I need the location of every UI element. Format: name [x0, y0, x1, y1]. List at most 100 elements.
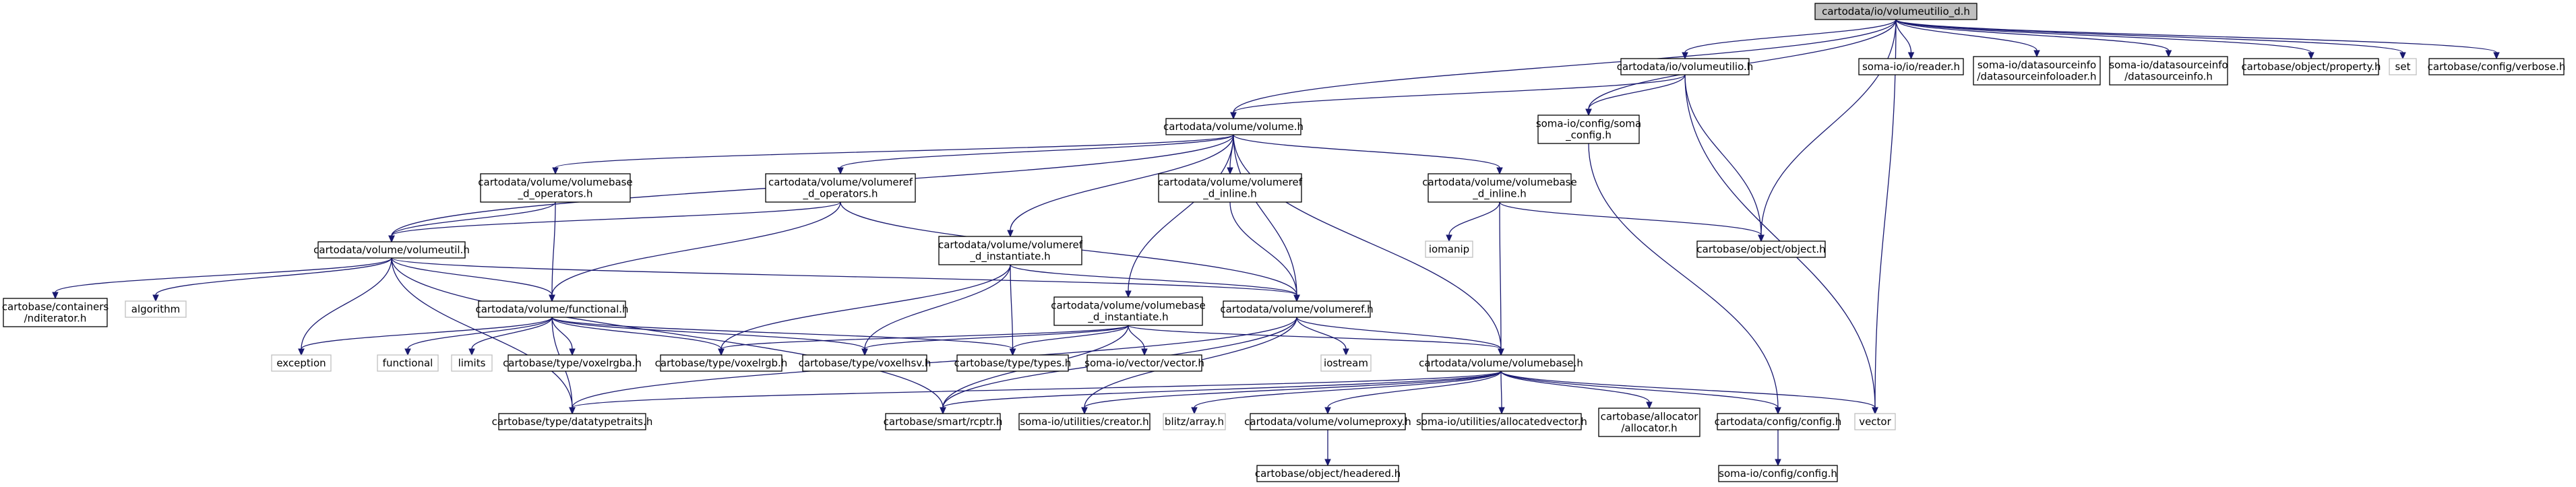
node-box: [2109, 56, 2228, 86]
edge-line: [1684, 74, 1762, 236]
edge-volumebase-to-vector: [1500, 370, 1878, 415]
node-box: [938, 236, 1082, 265]
node-dsloader[interactable]: soma-io/datasourceinfo/datasourceinfoloa…: [1973, 56, 2101, 86]
edge-volume-to-vrinst: [1007, 134, 1234, 238]
node-volumeref[interactable]: cartodata/volume/volumeref.h: [1220, 300, 1374, 318]
edge-arrowhead: [1343, 348, 1349, 356]
node-vbinst[interactable]: cartodata/volume/volumebase_d_instantiat…: [1051, 296, 1206, 326]
edge-line: [1233, 134, 1502, 350]
node-box: [508, 354, 637, 372]
node-vropd[interactable]: cartodata/volume/volumeref_d_operators.h: [765, 173, 916, 203]
edge-volume-to-vbopd: [552, 134, 1234, 175]
node-label: soma-io/io/reader.h: [1862, 61, 1960, 73]
node-functional_h[interactable]: cartodata/volume/functional.h: [475, 300, 629, 318]
node-vproxy[interactable]: cartodata/volume/volumeproxy.h: [1244, 413, 1411, 430]
node-dsinfo[interactable]: soma-io/datasourceinfo/datasourceinfo.h: [2109, 56, 2228, 86]
node-vbinl[interactable]: cartodata/volume/volumebase_d_inline.h: [1422, 173, 1577, 203]
node-limits[interactable]: limits: [451, 354, 493, 372]
node-headered[interactable]: cartobase/object/headered.h: [1255, 465, 1401, 482]
node-volumeutilio[interactable]: cartodata/io/volumeutilio.h: [1617, 58, 1754, 75]
node-label: limits: [458, 357, 486, 369]
node-somaconfig[interactable]: soma-io/config/soma_config.h: [1536, 115, 1641, 144]
edge-line: [1229, 201, 1297, 296]
node-box: [1428, 173, 1572, 203]
edge-arrowhead: [1585, 108, 1592, 117]
node-vector_h[interactable]: soma-io/vector/vector.h: [1084, 354, 1204, 372]
node-label: cartodata/volume/volumeref: [938, 239, 1083, 251]
node-box: [1854, 413, 1896, 430]
node-creator[interactable]: soma-io/utilities/creator.h: [1018, 413, 1151, 430]
edge-functional_h-to-exception: [298, 317, 553, 356]
edge-arrowhead: [1007, 230, 1014, 238]
edge-functional_h-to-functional: [404, 317, 553, 356]
edge-line: [1194, 370, 1502, 408]
node-voxelrgba[interactable]: cartobase/type/voxelrgba.h: [503, 354, 642, 372]
node-box: [1163, 413, 1226, 430]
node-allocator[interactable]: cartobase/allocator/allocator.h: [1598, 408, 1700, 437]
edge-volumeutilio-to-somaconfig: [1585, 74, 1686, 117]
edge-line: [840, 134, 1234, 168]
edge-arrowhead: [468, 348, 475, 356]
edge-line: [942, 370, 1502, 408]
node-box: [317, 241, 466, 259]
node-vector[interactable]: vector: [1854, 413, 1896, 430]
edge-line: [1684, 19, 1897, 53]
node-voxelrgb[interactable]: cartobase/type/voxelrgb.h: [655, 354, 788, 372]
edge-volume-to-volumeref: [1233, 134, 1300, 302]
edge-line: [551, 317, 573, 350]
node-sconfig[interactable]: soma-io/config/config.h: [1718, 465, 1838, 482]
edge-vbopd-to-volumeutil: [388, 201, 556, 243]
node-box: [377, 354, 439, 372]
node-vrinst[interactable]: cartodata/volume/volumeref_d_instantiate…: [938, 236, 1083, 265]
node-blitz[interactable]: blitz/array.h: [1163, 413, 1226, 430]
edge-functional_h-to-voxelhsv: [551, 317, 868, 356]
node-box: [1018, 413, 1151, 430]
node-box: [271, 354, 332, 372]
node-allocvec[interactable]: soma-io/utilities/allocatedvector.h: [1416, 413, 1587, 430]
edge-line: [1760, 19, 1897, 236]
edge-vropd-to-functional_h: [549, 201, 841, 302]
node-dtraits[interactable]: cartobase/type/datatypetraits.h: [492, 413, 653, 430]
node-cconfig[interactable]: cartodata/config/config.h: [1715, 413, 1842, 430]
node-functional[interactable]: functional: [377, 354, 439, 372]
node-types[interactable]: cartobase/type/types.h: [954, 354, 1072, 372]
edge-line: [301, 257, 392, 350]
node-vrinl[interactable]: cartodata/volume/volumeref_d_inline.h: [1158, 173, 1303, 203]
edge-vrinst-to-types: [1009, 264, 1016, 356]
edge-vropd-to-volumeutil: [388, 201, 841, 243]
node-reader[interactable]: soma-io/io/reader.h: [1858, 58, 1964, 75]
edge-arrowhead: [1293, 294, 1300, 302]
edge-vbinst-to-voxelrgb: [718, 325, 1129, 356]
node-label: cartodata/volume/functional.h: [475, 303, 628, 315]
edge-volumeutil-to-functional_h: [391, 257, 555, 302]
node-volumeutil[interactable]: cartodata/volume/volumeutil.h: [313, 241, 470, 259]
node-voxelhsv[interactable]: cartobase/type/voxelhsv.h: [799, 354, 931, 372]
node-rcptr[interactable]: cartobase/smart/rcptr.h: [884, 413, 1003, 430]
node-volume[interactable]: cartodata/volume/volume.h: [1163, 118, 1304, 135]
node-label: soma-io/datasourceinfo: [2109, 59, 2228, 71]
node-iostream[interactable]: iostream: [1320, 354, 1372, 372]
edge-vbinst-to-volumebase: [1128, 325, 1504, 356]
edge-arrowhead: [388, 235, 395, 243]
edge-line: [1588, 143, 1779, 408]
node-iomanip[interactable]: iomanip: [1425, 240, 1473, 258]
node-root[interactable]: cartodata/io/volumeutilio_d.h: [1814, 3, 1977, 20]
node-mditer[interactable]: cartobase/containers/nditerator.h: [2, 298, 109, 327]
edge-arrowhead: [1141, 348, 1148, 356]
node-verbose[interactable]: cartobase/config/verbose.h: [2428, 58, 2566, 75]
node-property[interactable]: cartobase/object/property.h: [2241, 58, 2381, 75]
node-exception[interactable]: exception: [271, 354, 332, 372]
edge-volumeutilio-to-object: [1684, 74, 1765, 242]
edge-line: [1128, 325, 1502, 350]
node-label: cartobase/type/voxelrgba.h: [503, 357, 642, 369]
node-set[interactable]: set: [2389, 58, 2417, 75]
node-vbopd[interactable]: cartodata/volume/volumebase_d_operators.…: [478, 173, 633, 203]
node-object[interactable]: cartobase/object/object.h: [1696, 240, 1826, 258]
edge-line: [1084, 370, 1502, 408]
edge-volumeref-to-iostream: [1296, 317, 1349, 356]
edge-line: [551, 317, 865, 350]
edge-vbinl-to-iomanip: [1446, 201, 1500, 242]
node-volumebase[interactable]: cartodata/volume/volumebase.h: [1419, 354, 1583, 372]
node-algorithm[interactable]: algorithm: [125, 300, 187, 318]
edge-line: [55, 257, 392, 293]
